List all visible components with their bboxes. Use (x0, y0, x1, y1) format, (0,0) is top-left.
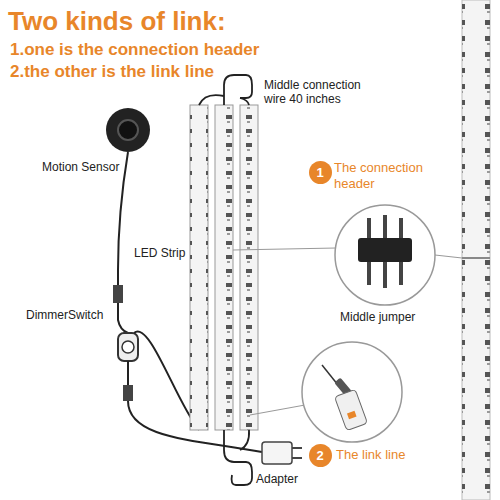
callout-text: The link line (334, 447, 407, 463)
part-label: Adapter (254, 472, 300, 486)
callout-number: 1 (309, 161, 332, 184)
callout-number: 2 (309, 444, 332, 467)
callout-digit: 2 (316, 448, 323, 463)
callout-digit: 1 (316, 165, 323, 180)
callout-text: The connection header (332, 160, 461, 191)
part-label: Middle jumper (338, 310, 417, 324)
part-label: Middle connection wire 40 inches (262, 78, 386, 107)
part-label: LED Strip (132, 246, 187, 260)
part-label: Motion Sensor (40, 160, 121, 174)
intro-line: 2.the other is the link line (8, 62, 216, 82)
intro-line: 1.one is the connection header (8, 40, 261, 60)
part-label: DimmerSwitch (24, 308, 105, 322)
diagram-title: Two kinds of link: (8, 6, 226, 37)
